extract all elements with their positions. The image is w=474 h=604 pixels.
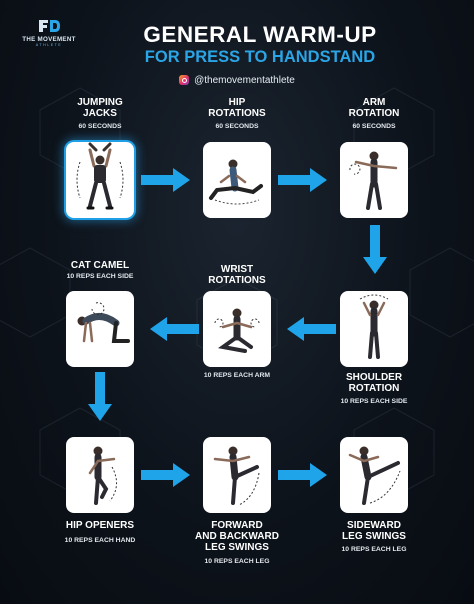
page-title: GENERAL WARM-UP bbox=[143, 22, 377, 47]
brand-logo: THE MOVEMENT ATHLETE bbox=[14, 18, 84, 47]
exercise-5-detail: 10 REPS EACH ARM bbox=[203, 372, 271, 379]
exercise-1-detail: 60 SECONDS bbox=[78, 123, 122, 130]
exercise-2-image[interactable] bbox=[203, 142, 271, 218]
forward-backward-leg-swings-figure bbox=[213, 446, 260, 506]
exercise-8-detail: 10 REPS EACH LEG bbox=[204, 558, 270, 565]
exercise-9-detail: 10 REPS EACH LEG bbox=[341, 546, 407, 553]
cat-camel-figure bbox=[77, 302, 130, 343]
exercise-6-detail: 10 REPS EACH SIDE bbox=[66, 273, 134, 280]
arrow-right-4 bbox=[278, 463, 327, 487]
arrow-left-2 bbox=[150, 317, 199, 341]
arrow-down-1 bbox=[363, 225, 387, 274]
exercise-6-image[interactable] bbox=[66, 291, 134, 367]
brand-logo-icon bbox=[39, 20, 60, 32]
brand-subname: ATHLETE bbox=[35, 43, 63, 47]
brand-name: THE MOVEMENT bbox=[22, 36, 76, 43]
exercise-7-name: HIP OPENERS bbox=[65, 520, 135, 531]
arrow-right-3 bbox=[141, 463, 190, 487]
exercise-6-name: CAT CAMEL bbox=[70, 260, 130, 271]
exercise-3-image[interactable] bbox=[340, 142, 408, 218]
arm-rotation-figure bbox=[349, 151, 398, 210]
exercise-7-detail: 10 REPS EACH HAND bbox=[64, 537, 136, 544]
sideward-leg-swings-figure bbox=[348, 446, 401, 505]
exercise-7-image[interactable] bbox=[66, 437, 134, 513]
arrow-right-2 bbox=[278, 168, 327, 192]
exercise-9-image[interactable] bbox=[340, 437, 408, 513]
hip-rotations-figure bbox=[209, 159, 263, 205]
exercise-4-image[interactable] bbox=[340, 291, 408, 367]
wrist-rotations-figure bbox=[214, 308, 260, 353]
exercise-1-image[interactable] bbox=[66, 142, 134, 218]
arrow-left-1 bbox=[287, 317, 336, 341]
exercise-5-image[interactable] bbox=[203, 291, 271, 367]
exercise-3-detail: 60 SECONDS bbox=[352, 123, 396, 130]
exercise-4-detail: 10 REPS EACH SIDE bbox=[340, 398, 408, 405]
jumping-jacks-figure bbox=[76, 142, 124, 210]
arrow-down-2 bbox=[88, 372, 112, 421]
instagram-icon bbox=[179, 75, 190, 85]
shoulder-rotation-figure bbox=[359, 294, 389, 359]
exercise-2-detail: 60 SECONDS bbox=[215, 123, 259, 130]
instagram-handle: @themovementathlete bbox=[194, 74, 295, 86]
instagram-handle-row: @themovementathlete bbox=[0, 72, 474, 88]
exercise-8-image[interactable] bbox=[203, 437, 271, 513]
page-subtitle: FOR PRESS TO HANDSTAND bbox=[144, 48, 376, 66]
arrow-right-1 bbox=[141, 168, 190, 192]
hip-openers-figure bbox=[88, 446, 117, 505]
